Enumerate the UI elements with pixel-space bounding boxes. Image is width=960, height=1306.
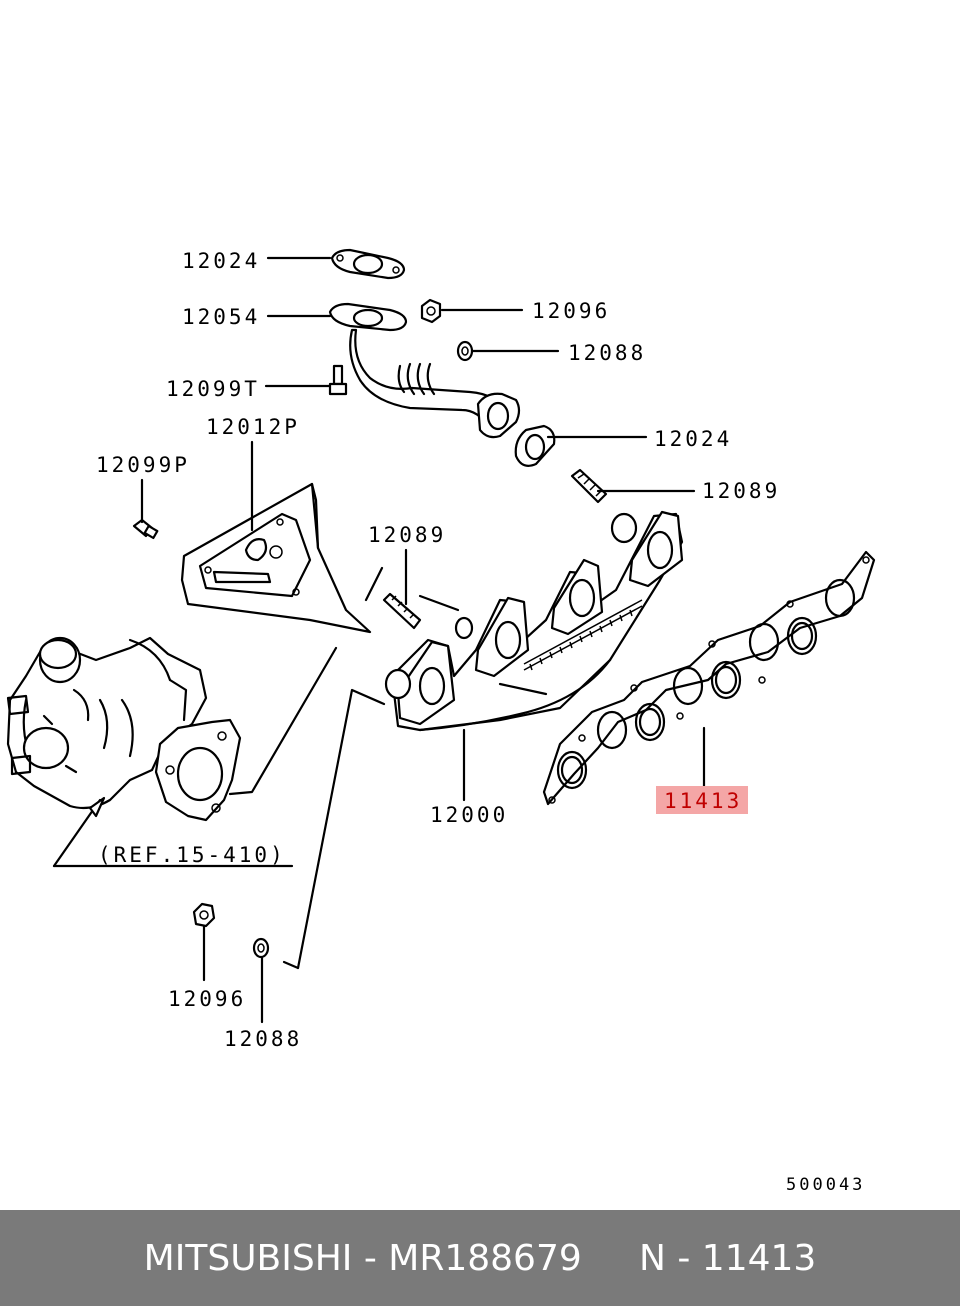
label-11413: 11413 [664, 789, 742, 813]
label-12088-top: 12088 [568, 341, 646, 365]
label-12089-mid: 12089 [368, 523, 446, 547]
bolt-12099T [328, 364, 348, 396]
pipe-12054 [328, 302, 521, 439]
washer-12088-top [456, 340, 474, 362]
label-12024-mid: 12024 [654, 427, 732, 451]
heat-shield-12012P [180, 482, 372, 634]
stud-12089-mid [382, 592, 422, 630]
label-12096-top: 12096 [532, 299, 610, 323]
bolt-12099P [132, 518, 159, 540]
label-ref: (REF.15-410) [98, 843, 286, 867]
label-12054: 12054 [182, 305, 260, 329]
label-12099T: 12099T [166, 377, 260, 401]
label-12024-top: 12024 [182, 249, 260, 273]
washer-12088-bottom [252, 937, 270, 959]
label-12012P: 12012P [206, 415, 300, 439]
diagram-code: 500043 [786, 1175, 865, 1195]
exhaust-gasket-11413 [542, 550, 876, 806]
nut-12096-bottom [192, 902, 216, 928]
label-12096-bottom: 12096 [168, 987, 246, 1011]
part-labels: 12024 12054 12096 12088 12099T 12012P 12… [96, 249, 865, 1195]
gasket-12024-mid [514, 424, 556, 467]
highlight-box-11413 [656, 786, 748, 814]
gasket-12024-top [330, 248, 406, 280]
label-12099P: 12099P [96, 453, 190, 477]
label-12000: 12000 [430, 803, 508, 827]
exploded-parts-diagram: 12024 12054 12096 12088 12099T 12012P 12… [6, 248, 876, 1195]
turbocharger-ref [6, 636, 242, 822]
footer-part-info: MITSUBISHI - MR188679 N - 11413 [143, 1237, 817, 1279]
leader-lines [52, 256, 706, 1024]
nut-12096-top [420, 298, 442, 324]
exhaust-manifold-12000 [384, 510, 684, 732]
footer-bar: MITSUBISHI - MR188679 N - 11413 [0, 1210, 960, 1306]
label-12088-bottom: 12088 [224, 1027, 302, 1051]
stud-12089-right [570, 468, 608, 504]
label-12089-right: 12089 [702, 479, 780, 503]
